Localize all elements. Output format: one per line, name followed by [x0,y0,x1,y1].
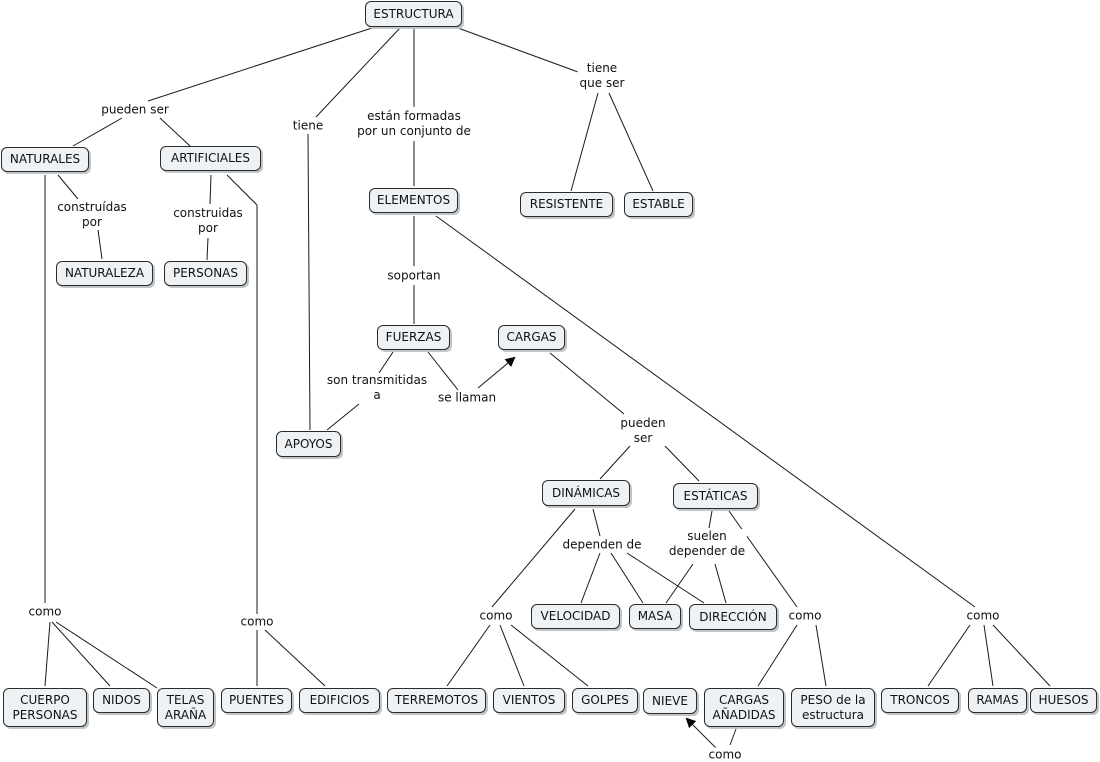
link-label-dependen-de: dependen de [560,537,644,553]
link-label-como-dinamicas: como [477,608,515,624]
node-puentes[interactable]: PUENTES [221,688,292,713]
node-edificios[interactable]: EDIFICIOS [299,688,380,713]
link-label-estan-formadas: están formadas por un conjunto de [355,109,473,139]
node-huesos[interactable]: HUESOS [1030,688,1097,713]
node-golpes[interactable]: GOLPES [572,688,638,713]
link-label-como-artificiales: como [238,614,276,630]
node-personas[interactable]: PERSONAS [164,261,247,286]
node-fuerzas[interactable]: FUERZAS [377,325,450,350]
node-troncos[interactable]: TRONCOS [881,688,959,713]
link-label-construidas-por-personas: construidas por [171,206,245,236]
link-label-son-transmitidas: son transmitidas a [324,373,430,403]
node-cargas-anadidas[interactable]: CARGAS AÑADIDAS [704,688,784,727]
link-label-pueden-ser-cargas: pueden ser [618,416,668,446]
node-telas-arana[interactable]: TELAS ARAÑA [157,688,214,727]
node-velocidad[interactable]: VELOCIDAD [531,604,620,629]
link-label-como-nieve: como [706,747,744,762]
link-label-pueden-ser: pueden ser [99,102,171,118]
node-naturaleza[interactable]: NATURALEZA [56,261,153,286]
link-label-soportan: soportan [385,268,443,284]
node-direccion[interactable]: DIRECCIÓN [689,604,777,630]
link-label-como-naturales: como [26,604,64,620]
node-resistente[interactable]: RESISTENTE [520,192,613,217]
node-nieve[interactable]: NIEVE [643,688,697,714]
node-peso-estructura[interactable]: PESO de la estructura [791,688,875,727]
link-label-se-llaman: se llaman [435,390,499,406]
node-masa[interactable]: MASA [629,604,681,629]
link-label-suelen-depender: suelen depender de [666,529,748,559]
link-label-tiene-que-ser: tiene que ser [577,61,627,91]
node-artificiales[interactable]: ARTIFICIALES [160,146,261,171]
node-vientos[interactable]: VIENTOS [493,688,565,713]
link-label-como-estaticas: como [786,608,824,624]
link-label-como-elementos: como [964,608,1002,624]
node-dinamicas[interactable]: DINÁMICAS [542,480,630,506]
node-cargas[interactable]: CARGAS [498,325,565,350]
node-cuerpo-personas[interactable]: CUERPO PERSONAS [3,688,87,727]
node-estaticas[interactable]: ESTÁTICAS [673,483,758,509]
node-ramas[interactable]: RAMAS [968,688,1027,713]
node-nidos[interactable]: NIDOS [93,688,150,713]
node-apoyos[interactable]: APOYOS [276,431,341,457]
node-estructura[interactable]: ESTRUCTURA [365,1,462,27]
node-estable[interactable]: ESTABLE [624,192,693,217]
node-naturales[interactable]: NATURALES [1,147,89,172]
node-elementos[interactable]: ELEMENTOS [369,188,458,213]
node-terremotos[interactable]: TERREMOTOS [387,688,486,713]
link-label-construidas-por-naturaleza: construídas por [55,200,129,230]
link-label-tiene: tiene [290,118,326,134]
